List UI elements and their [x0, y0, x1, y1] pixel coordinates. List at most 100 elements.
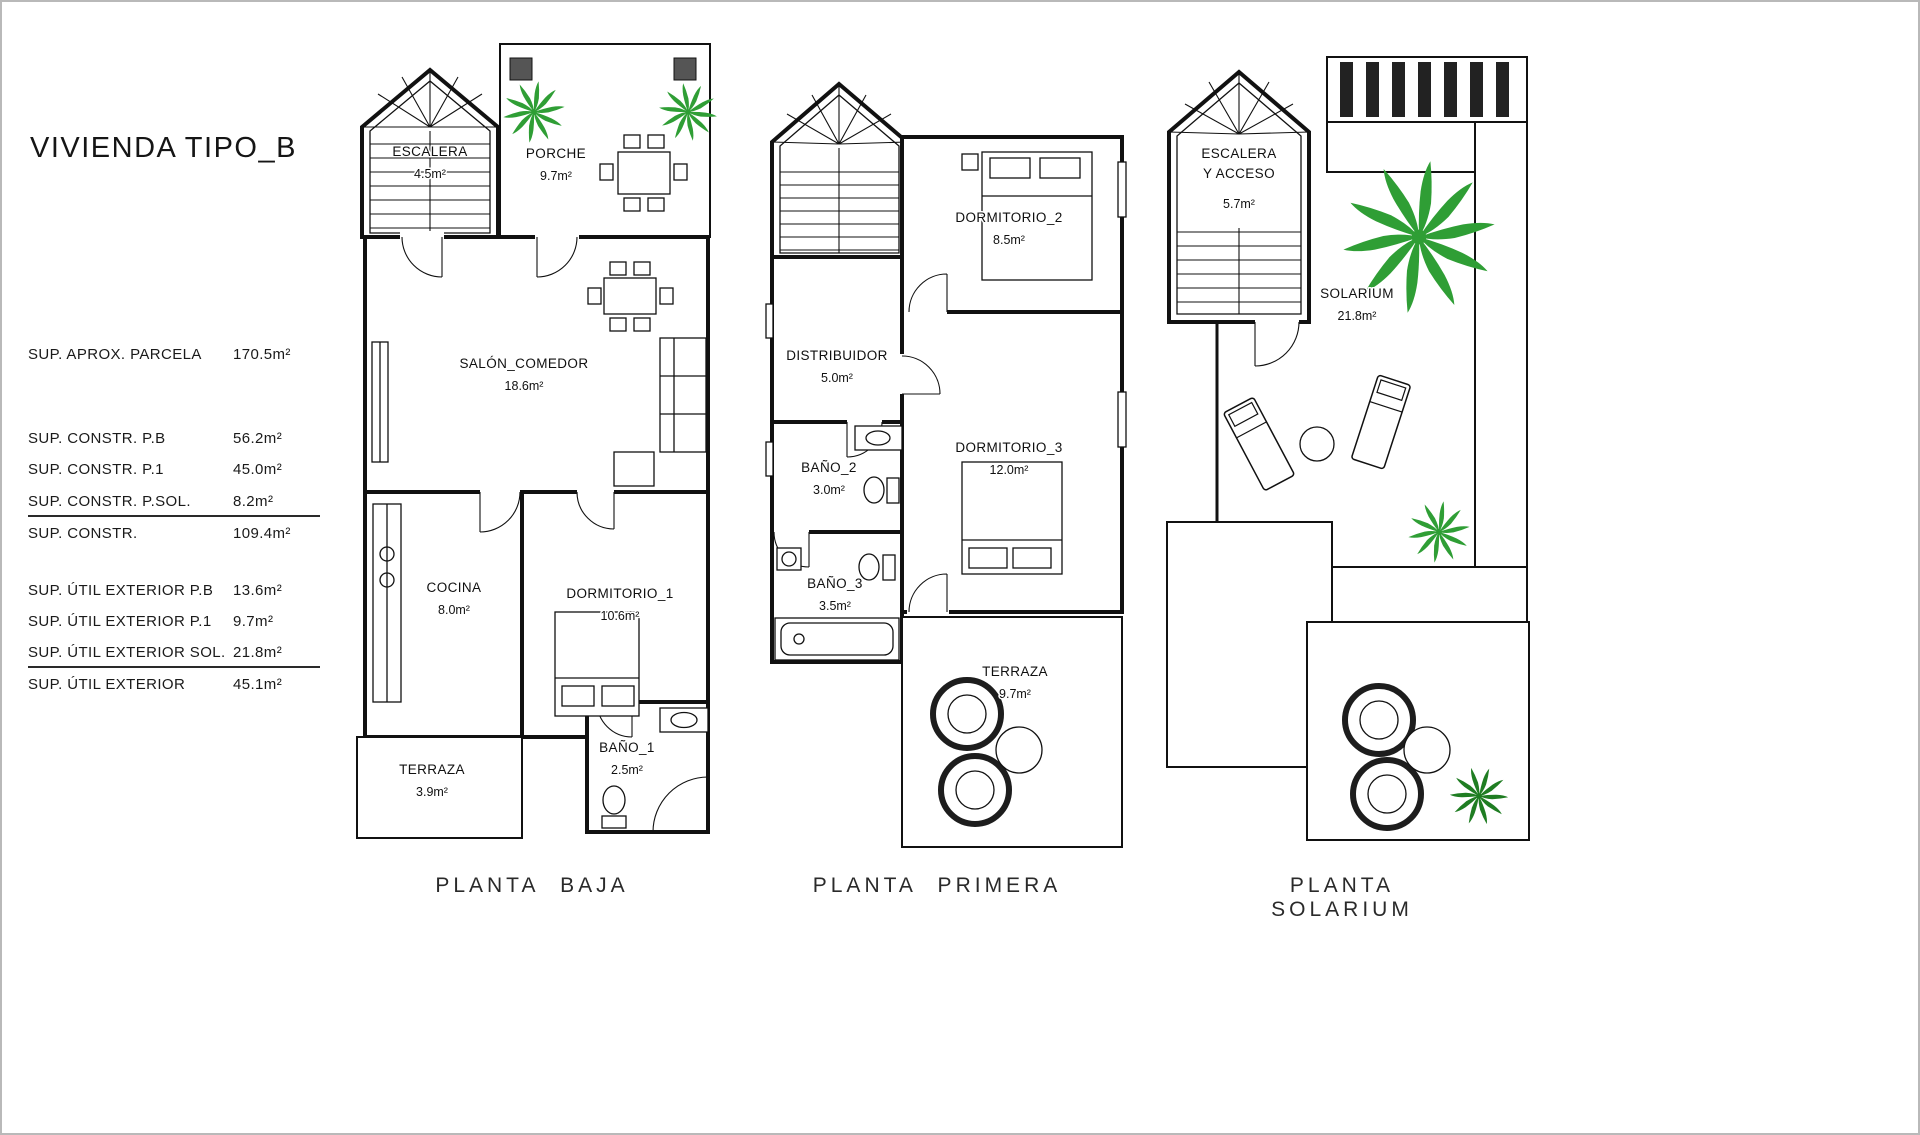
- palm-plant: [1408, 501, 1470, 563]
- surface-row-value: 56.2m²: [233, 430, 283, 447]
- round-table: [1350, 757, 1424, 831]
- toilet-icon: [602, 785, 626, 815]
- door-swing: [1254, 321, 1300, 367]
- toilet-icon: [863, 476, 885, 504]
- sink-icon: [670, 711, 698, 729]
- room-area: 12.0m²: [990, 463, 1029, 477]
- bathroom-fixtures: [854, 425, 903, 504]
- bathtub-inner: [780, 622, 894, 656]
- bed: [961, 461, 1063, 575]
- surface-row: SUP. ÚTIL EXTERIOR P.B 13.6m²: [28, 582, 320, 599]
- room-label: DORMITORIO_3: [955, 440, 1062, 455]
- toilet-tank: [886, 477, 900, 504]
- sink-counter: [659, 707, 709, 733]
- plan-caption-baja: PLANTA BAJA: [435, 874, 629, 897]
- window: [1117, 391, 1127, 448]
- room-area: 10.6m²: [601, 609, 640, 623]
- plan-planta-solarium: ESCALERA Y ACCESO 5.7m² SOLARIUM 21.8m²: [1166, 56, 1530, 841]
- surface-row-subtotal: SUP. ÚTIL EXTERIOR SOL.21.8m²: [28, 644, 320, 668]
- surface-row-value: 9.7m²: [233, 613, 274, 630]
- round-table: [995, 726, 1043, 774]
- window: [765, 303, 774, 339]
- shower-arc: [652, 776, 709, 833]
- room-label: ESCALERA: [1201, 146, 1276, 161]
- bed: [554, 611, 640, 717]
- surface-row-label: SUP. CONSTR.: [28, 525, 138, 542]
- surface-row-label: SUP. ÚTIL EXTERIOR P.B: [28, 582, 214, 599]
- porch-roof: [499, 43, 725, 238]
- surface-row: SUP. ÚTIL EXTERIOR P.1 9.7m²: [28, 613, 320, 630]
- room-area: 8.0m²: [438, 603, 470, 617]
- room-area: 8.5m²: [993, 233, 1025, 247]
- sink-icon: [781, 551, 797, 567]
- pergola: [1326, 56, 1528, 123]
- surface-row-label: SUP. CONSTR. P.1: [28, 461, 164, 478]
- door-opening: [907, 606, 949, 618]
- terrace-furniture: [930, 677, 1043, 827]
- door-opening: [400, 231, 444, 243]
- bathroom-fixtures: [774, 547, 900, 661]
- toilet-tank: [882, 554, 896, 581]
- sink-counter: [854, 425, 903, 451]
- tiled-roof: [1166, 121, 1528, 768]
- surface-row: SUP. CONSTR. 109.4m²: [28, 525, 320, 542]
- dining-table-set: [587, 261, 674, 332]
- exterior-wall: [770, 255, 904, 664]
- round-table: [1403, 726, 1451, 774]
- room-label: COCINA: [427, 580, 482, 595]
- surface-row-label: SUP. APROX. PARCELA: [28, 346, 202, 363]
- round-table: [938, 753, 1012, 827]
- interior-walls: [772, 310, 1122, 534]
- plan-caption-primera: PLANTA PRIMERA: [812, 874, 1062, 897]
- sun-lounger: [1350, 374, 1412, 470]
- door-swings: [773, 273, 948, 613]
- toilet-tank: [601, 815, 627, 829]
- stair-tower: [770, 81, 909, 259]
- room-area: 3.9m²: [416, 785, 448, 799]
- room-label: TERRAZA: [399, 762, 465, 777]
- kitchen-counter: [372, 503, 402, 703]
- surface-row-value: 170.5m²: [233, 346, 291, 363]
- sofa: [613, 337, 707, 487]
- page-title: VIVIENDA TIPO_B: [30, 132, 297, 164]
- room-area: 4.5m²: [414, 167, 446, 181]
- side-table: [1299, 426, 1335, 462]
- door-opening: [1255, 316, 1299, 328]
- sun-lounger: [1222, 396, 1296, 492]
- room-label: PORCHE: [526, 146, 586, 161]
- room-label: BAÑO_1: [599, 740, 655, 755]
- roof-vent: [673, 57, 697, 81]
- surface-row: SUP. APROX. PARCELA 170.5m²: [28, 346, 320, 363]
- door-opening: [535, 231, 579, 243]
- plan-planta-primera: DORMITORIO_2 8.5m² DISTRIBUIDOR 5.0m² BA…: [765, 81, 1127, 848]
- bathtub-drain: [793, 633, 805, 645]
- round-table: [1342, 683, 1416, 757]
- room-label: SALÓN_COMEDOR: [460, 356, 589, 371]
- room-area: 18.6m²: [505, 379, 544, 393]
- terrace-furniture: [1342, 683, 1514, 831]
- room-area: 9.7m²: [999, 687, 1031, 701]
- room-area: 21.8m²: [1338, 309, 1377, 323]
- room-area: 3.0m²: [813, 483, 845, 497]
- interior-walls: [365, 490, 708, 737]
- porch-table-set: [599, 134, 688, 212]
- window: [765, 441, 774, 477]
- sink-icon: [865, 430, 891, 446]
- window: [1117, 161, 1127, 218]
- toilet-icon: [858, 553, 880, 581]
- room-area: 2.5m²: [611, 763, 643, 777]
- door-opening: [896, 354, 908, 394]
- surface-row-value: 45.0m²: [233, 461, 283, 478]
- surface-row-subtotal: SUP. CONSTR. P.SOL.8.2m²: [28, 493, 320, 517]
- room-label: Y ACCESO: [1203, 166, 1275, 181]
- surface-row-value: 109.4m²: [233, 525, 291, 542]
- room-label: DISTRIBUIDOR: [786, 348, 888, 363]
- room-label: DORMITORIO_1: [566, 586, 673, 601]
- surface-row-label: SUP. ÚTIL EXTERIOR: [28, 676, 186, 693]
- bathroom-fixtures: [601, 707, 709, 833]
- surface-row-value: 13.6m²: [233, 582, 283, 599]
- surface-row-label: SUP. ÚTIL EXTERIOR P.1: [28, 613, 212, 630]
- plan-planta-baja: ESCALERA 4.5m² PORCHE 9.7m² SALÓN_COMEDO…: [356, 43, 725, 839]
